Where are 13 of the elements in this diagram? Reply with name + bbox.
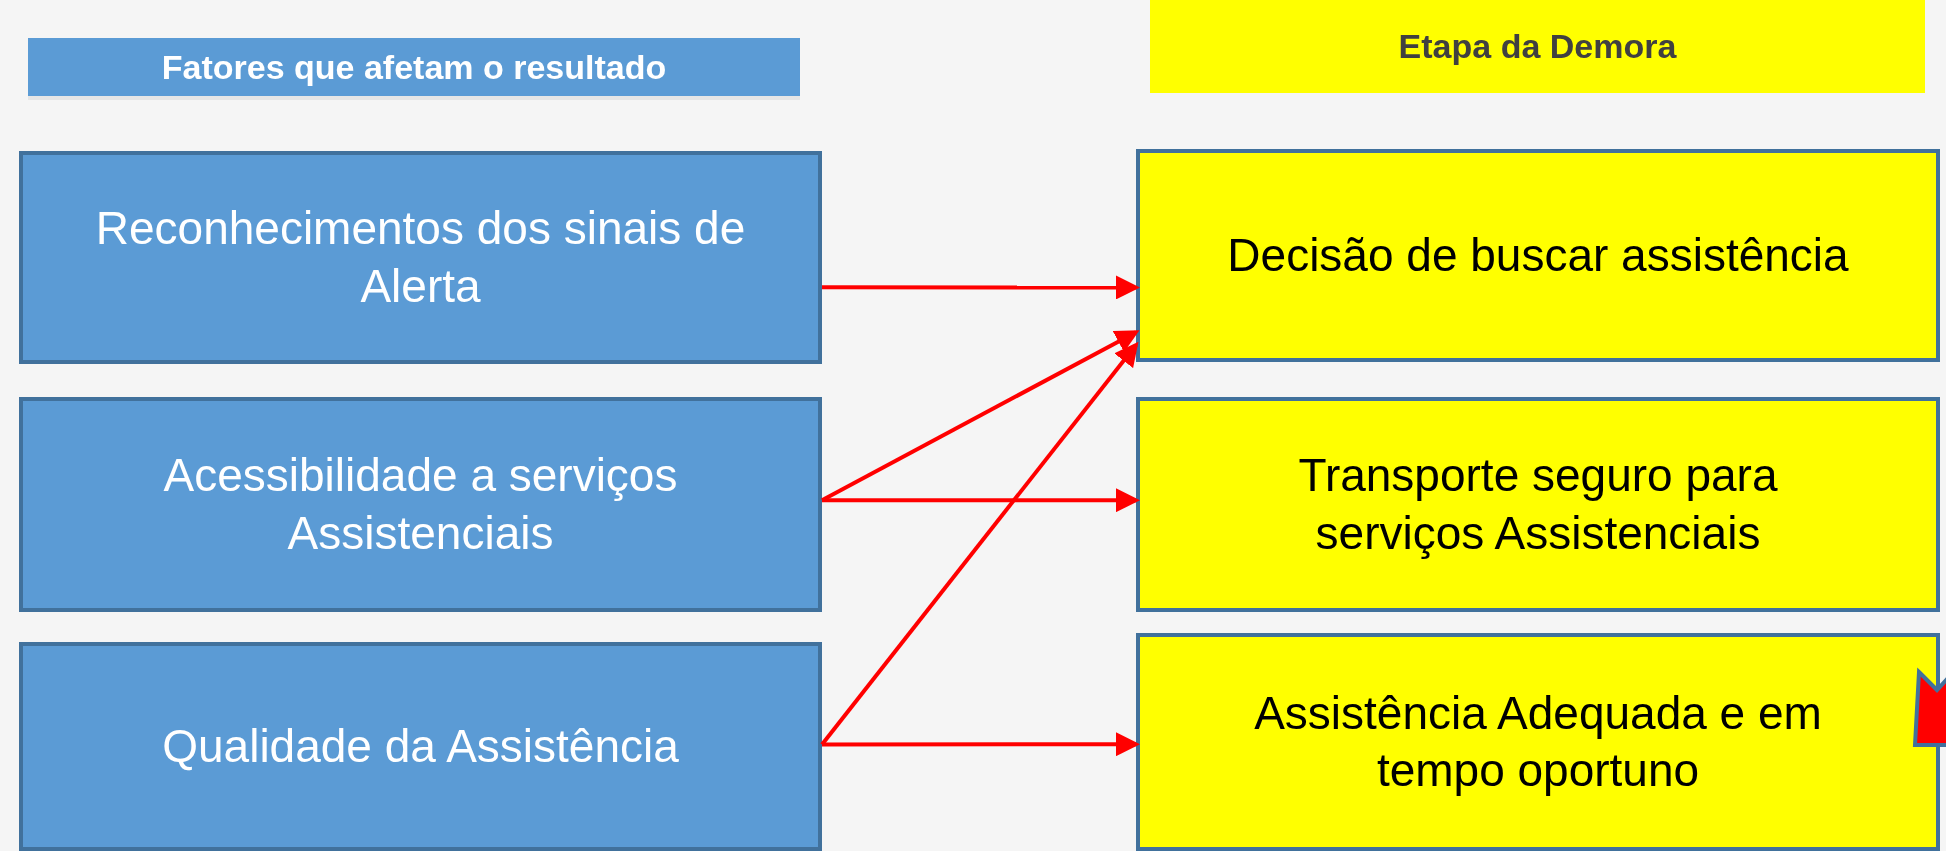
arrow xyxy=(822,732,1140,757)
process-box: Acessibilidade a serviços Assistenciais xyxy=(19,397,822,612)
header-box: Etapa da Demora xyxy=(1150,0,1925,93)
arrow xyxy=(821,330,1140,502)
arrow xyxy=(820,341,1139,746)
process-box: Assistência Adequada e em tempo oportuno xyxy=(1136,633,1940,851)
process-box: Transporte seguro para serviços Assistenciais xyxy=(1136,397,1940,612)
arrow xyxy=(822,488,1140,513)
process-box: Decisão de buscar assistência xyxy=(1136,149,1940,362)
header-box: Fatores que afetam o resultado xyxy=(28,38,800,100)
process-box: Reconhecimentos dos sinais de Alerta xyxy=(19,151,822,364)
process-box: Qualidade da Assistência xyxy=(19,642,822,851)
arrow xyxy=(822,275,1140,300)
